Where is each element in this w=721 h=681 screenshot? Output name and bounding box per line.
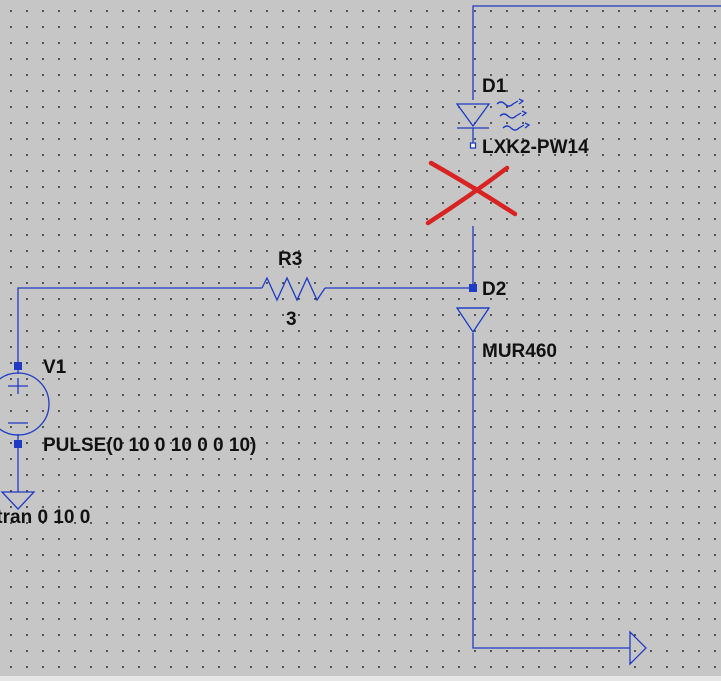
v1-value-label: PULSE(0 10 0 10 0 0 10) [43,435,257,456]
d1-value-label: LXK2-PW14 [482,137,589,158]
error-x-mark [425,160,518,226]
ground-symbol[interactable] [0,491,36,510]
d1-open-pin[interactable] [469,142,477,149]
wire-top-right[interactable] [472,5,721,100]
d2-diode-symbol[interactable] [455,307,491,334]
d2-ref-label: D2 [482,279,507,300]
d2-value-label: MUR460 [482,341,557,362]
bottom-edge [0,676,721,681]
v1-ref-label: V1 [43,357,67,378]
d1-ref-label: D1 [482,76,507,97]
tran-directive-label[interactable]: .tran 0 10 0 [0,507,91,528]
wire-left-loop[interactable] [17,287,262,366]
v1-bottom-pin [14,440,22,448]
r3-ref-label: R3 [278,249,303,270]
junction-dot [469,284,477,292]
v1-source-symbol[interactable] [0,366,50,444]
r3-value-label: 3 [286,309,297,330]
v1-top-pin [14,362,22,370]
wire-d2-to-output[interactable] [472,333,630,649]
d1-led-symbol[interactable] [455,98,531,131]
output-port-arrow[interactable] [629,630,647,666]
r3-resistor-symbol[interactable] [261,276,326,302]
